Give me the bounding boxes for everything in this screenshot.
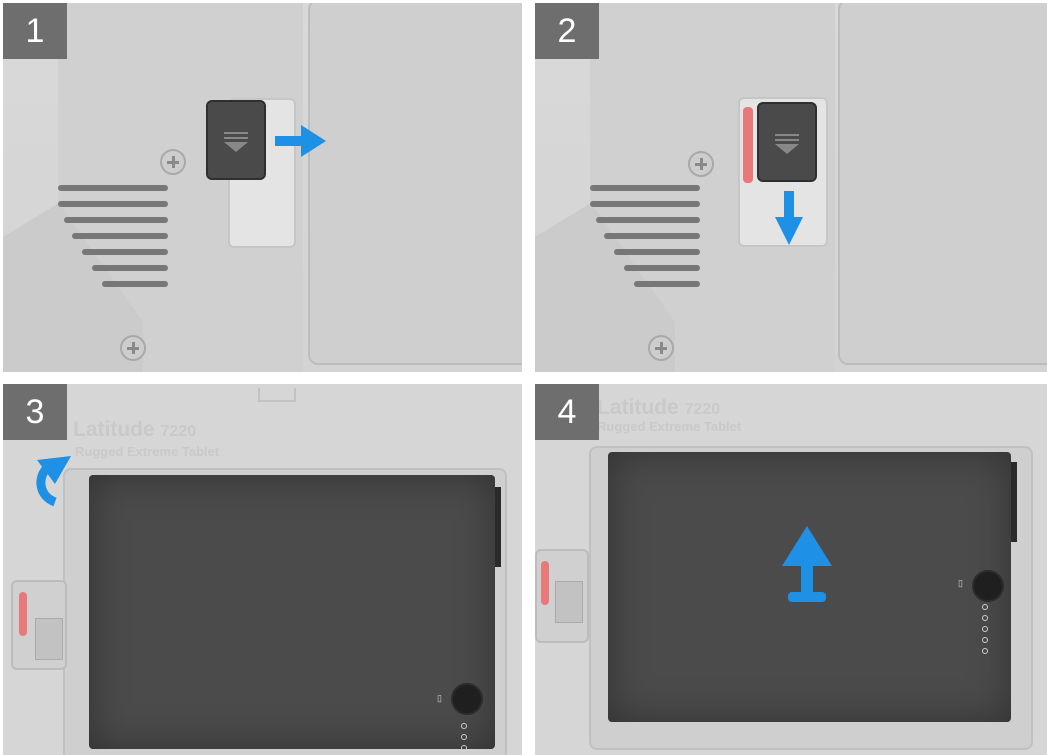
step-number-badge: 1 <box>3 3 67 59</box>
step-number-badge: 4 <box>535 384 599 440</box>
charge-led <box>982 604 988 610</box>
battery-cover-outline <box>838 3 1047 365</box>
brand-subtitle: Rugged Extreme Tablet <box>597 419 741 434</box>
battery[interactable]: ▯ <box>89 475 495 749</box>
latch-arrow-icon <box>208 102 264 178</box>
lift-up-arrow-icon <box>780 524 834 606</box>
step-4-panel: 4 Latitude 7220 Rugged Extreme Tablet ▯ <box>535 384 1047 755</box>
latch-arrow-icon <box>759 104 815 180</box>
screw-icon <box>160 149 186 175</box>
charge-led <box>982 615 988 621</box>
tab-slot <box>258 388 296 402</box>
charge-led <box>461 723 467 729</box>
brand-name: Latitude 7220 <box>597 396 720 420</box>
step-number-badge: 2 <box>535 3 599 59</box>
release-indicator <box>743 107 753 183</box>
battery-release-latch[interactable] <box>757 102 817 182</box>
charge-led <box>982 626 988 632</box>
charge-led <box>982 648 988 654</box>
brand-name: Latitude 7220 <box>73 418 196 442</box>
vent-grille <box>590 185 705 295</box>
arrow-right-icon <box>273 123 328 159</box>
screw-icon <box>688 151 714 177</box>
charge-led <box>982 637 988 643</box>
screw-icon <box>120 335 146 361</box>
step-3-panel: 3 Latitude 7220 Rugged Extreme Tablet ▯ <box>3 384 522 755</box>
arrow-down-icon <box>773 189 805 247</box>
charge-status-button[interactable] <box>972 570 1004 602</box>
screw-icon <box>648 335 674 361</box>
brand-subtitle: Rugged Extreme Tablet <box>75 444 219 459</box>
battery-icon: ▯ <box>437 693 442 704</box>
charge-led <box>461 745 467 751</box>
charge-led <box>461 734 467 740</box>
step-number-badge: 3 <box>3 384 67 440</box>
battery-release-latch[interactable] <box>535 549 589 643</box>
battery-cover-outline <box>308 3 522 365</box>
step-2-panel: 2 <box>535 3 1047 372</box>
rotate-arrow-icon <box>25 448 85 510</box>
vent-grille <box>58 185 173 295</box>
battery-icon: ▯ <box>958 578 963 589</box>
charge-status-button[interactable] <box>451 683 483 715</box>
battery-release-latch[interactable] <box>11 580 67 670</box>
step-1-panel: 1 <box>3 3 522 372</box>
battery-release-latch[interactable] <box>206 100 266 180</box>
